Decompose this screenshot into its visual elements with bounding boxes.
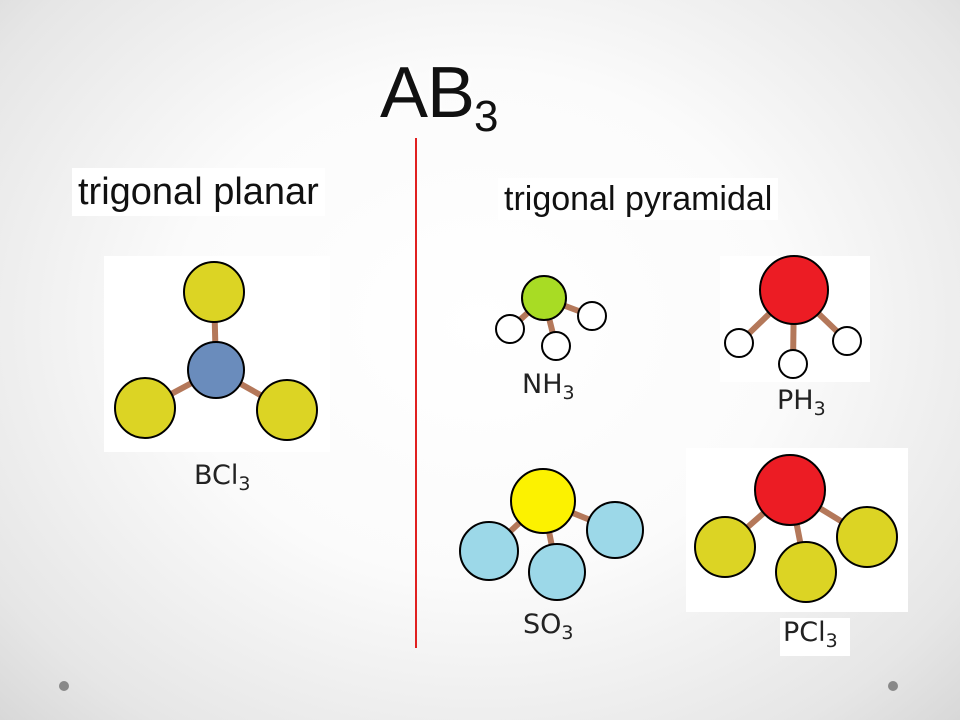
pcl3-label-bg	[780, 618, 850, 656]
oxygen-atom	[528, 543, 586, 601]
formula-sub: 3	[825, 630, 838, 652]
hydrogen-atom	[832, 326, 862, 356]
hydrogen-atom	[577, 301, 607, 331]
heading-trigonal-planar: trigonal planar	[72, 168, 325, 216]
formula-sub: 3	[561, 622, 574, 644]
hydrogen-atom	[541, 331, 571, 361]
title-text: AB	[380, 53, 475, 133]
hydrogen-atom	[778, 349, 808, 379]
chlorine-atom	[694, 516, 756, 578]
formula-sub: 3	[813, 398, 826, 420]
hydrogen-atom	[724, 328, 754, 358]
formula-sub: 3	[562, 382, 575, 404]
formula: PH	[777, 385, 814, 416]
label-ph3: PH3	[777, 385, 826, 420]
nitrogen-atom	[521, 275, 567, 321]
heading-trigonal-pyramidal: trigonal pyramidal	[498, 178, 779, 220]
chlorine-atom	[256, 379, 318, 441]
chlorine-atom	[836, 506, 898, 568]
chlorine-atom	[775, 541, 837, 603]
corner-dot	[888, 681, 898, 691]
oxygen-atom	[586, 501, 644, 559]
boron-atom	[187, 341, 245, 399]
phosphorus-atom	[754, 454, 826, 526]
label-bcl3: BCl3	[194, 460, 251, 495]
slide-title: AB3	[380, 52, 499, 142]
oxygen-atom	[459, 521, 519, 581]
label-pcl3: PCl3	[783, 617, 838, 652]
formula: BCl	[194, 460, 239, 491]
chlorine-atom	[114, 377, 176, 439]
formula: SO	[523, 609, 562, 640]
formula-sub: 3	[238, 473, 251, 495]
label-nh3: NH3	[522, 369, 575, 404]
label-so3: SO3	[523, 609, 573, 644]
sulfur-atom	[510, 468, 576, 534]
title-subscript: 3	[474, 92, 499, 141]
hydrogen-atom	[495, 314, 525, 344]
chlorine-atom	[183, 261, 245, 323]
divider-line	[415, 138, 417, 648]
corner-dot	[59, 681, 69, 691]
phosphorus-atom	[759, 255, 829, 325]
formula: NH	[522, 369, 563, 400]
formula: PCl	[783, 617, 826, 648]
